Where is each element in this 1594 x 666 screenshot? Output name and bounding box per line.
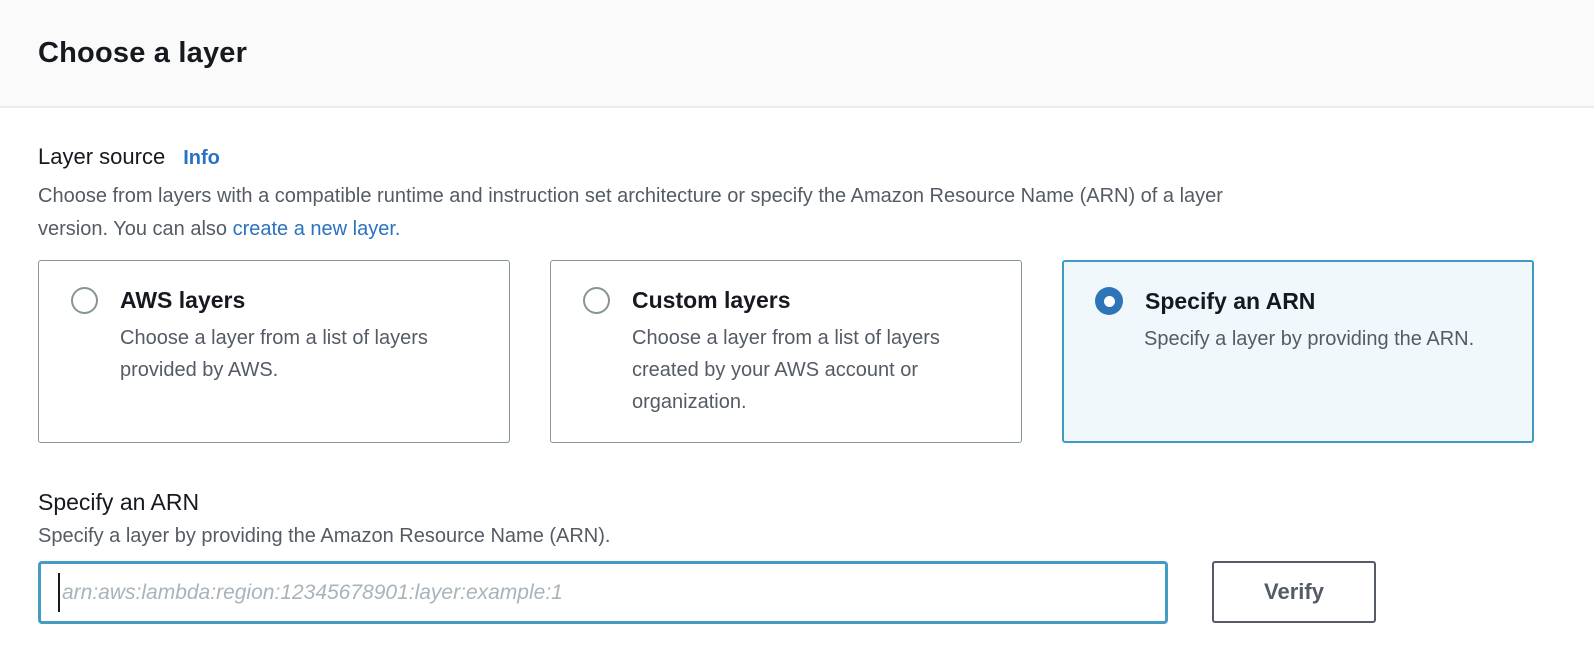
radio-unchecked-icon[interactable]	[71, 287, 98, 314]
info-link[interactable]: Info	[183, 147, 220, 169]
tile-description: Choose a layer from a list of layers cre…	[632, 327, 940, 413]
create-layer-link[interactable]: create a new layer.	[232, 218, 401, 240]
tile-title: Specify an ARN	[1145, 287, 1316, 314]
tile-title: AWS layers	[120, 287, 246, 313]
layer-source-label: Layer source	[38, 144, 166, 169]
radio-dot	[1103, 295, 1115, 307]
tile-description: Specify a layer by providing the ARN.	[1144, 328, 1475, 350]
tile-description: Choose a layer from a list of layers pro…	[120, 327, 428, 381]
layer-source-header: Layer source Info	[38, 144, 1534, 170]
verify-button[interactable]: Verify	[1212, 561, 1376, 623]
tile-head: Specify an ARN	[1095, 287, 1509, 315]
choose-layer-panel: Layer source Info Choose from layers wit…	[0, 108, 1594, 624]
tile-aws-layers[interactable]: AWS layers Choose a layer from a list of…	[38, 260, 510, 443]
tile-custom-layers[interactable]: Custom layers Choose a layer from a list…	[550, 260, 1022, 443]
tile-title: Custom layers	[632, 287, 791, 313]
arn-input-wrap	[38, 561, 1168, 624]
tile-specify-arn[interactable]: Specify an ARN Specify a layer by provid…	[1062, 260, 1534, 443]
layer-source-tiles: AWS layers Choose a layer from a list of…	[38, 260, 1534, 443]
arn-input[interactable]	[38, 561, 1168, 624]
layer-source-description-line2-text: version. You can also	[38, 218, 233, 240]
page-header: Choose a layer	[0, 0, 1594, 108]
page-title: Choose a layer	[38, 36, 248, 69]
tile-head: AWS layers	[71, 287, 485, 314]
arn-input-row: Verify	[38, 561, 1534, 624]
specify-arn-description: Specify a layer by providing the Amazon …	[38, 525, 611, 547]
layer-source-description-line1: Choose from layers with a compatible run…	[38, 185, 1223, 207]
layer-source-description-line2: version. You can also create a new layer…	[38, 213, 1534, 246]
specify-arn-section: Specify an ARN Specify a layer by provid…	[38, 489, 1534, 624]
radio-checked-icon[interactable]	[1095, 287, 1123, 315]
tile-head: Custom layers	[583, 287, 997, 314]
radio-unchecked-icon[interactable]	[583, 287, 610, 314]
text-caret	[58, 573, 60, 612]
specify-arn-title: Specify an ARN	[38, 489, 200, 515]
layer-source-description: Choose from layers with a compatible run…	[38, 180, 1534, 246]
